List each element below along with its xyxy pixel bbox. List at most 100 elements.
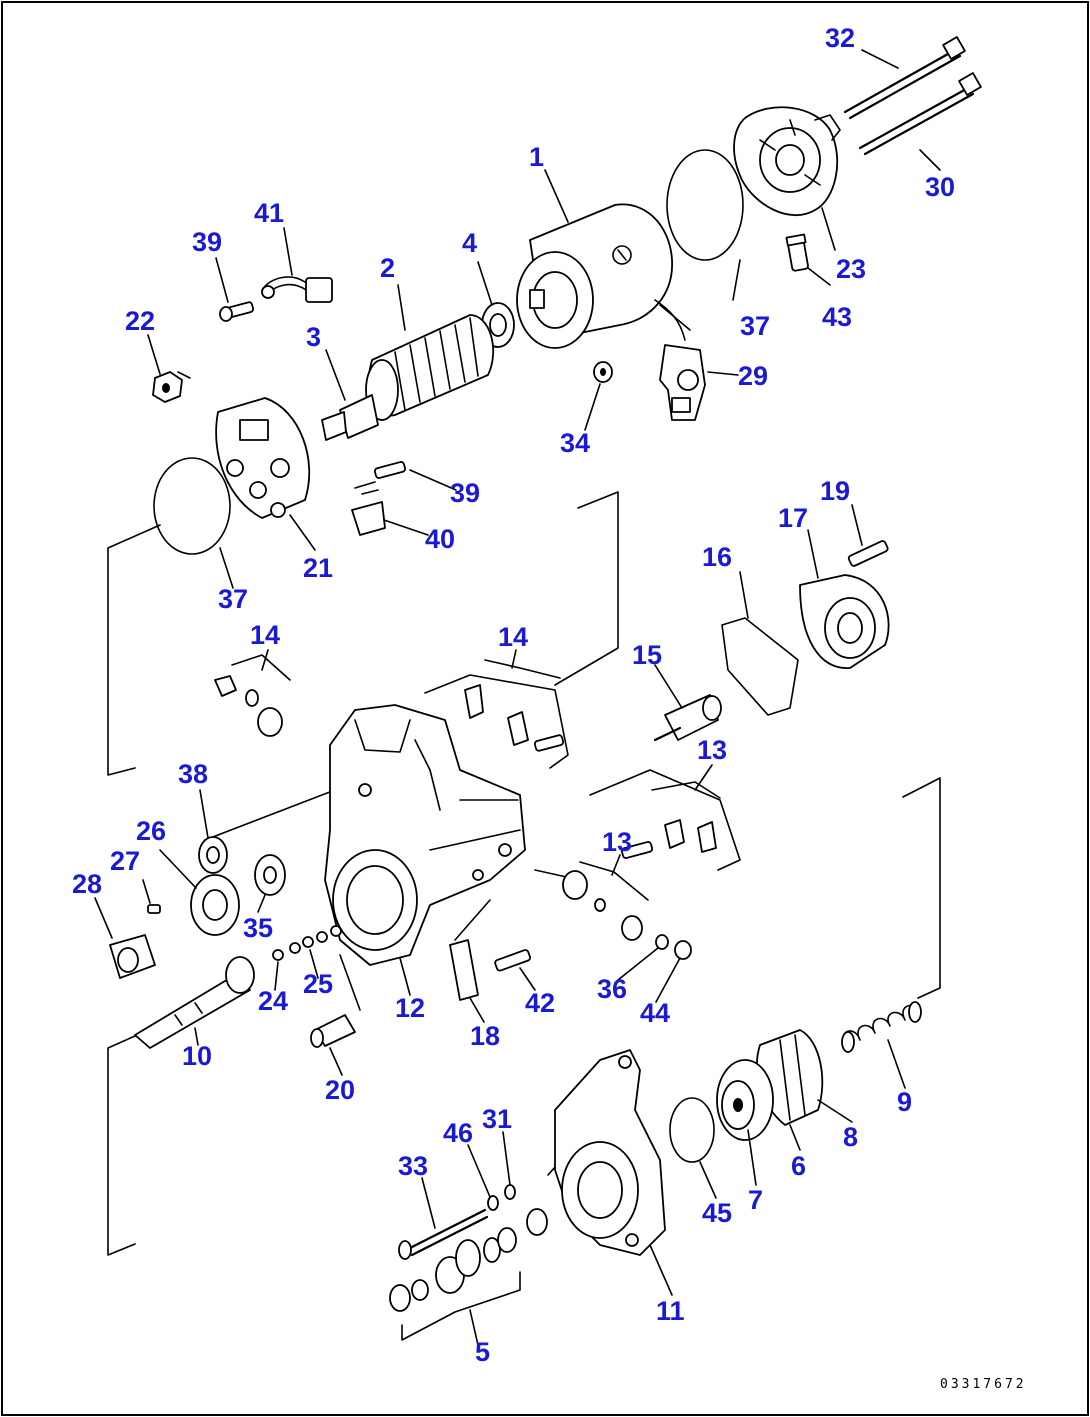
callout-41: 41: [254, 198, 284, 228]
callout-37-top: 37: [740, 311, 770, 341]
callout-36: 36: [597, 974, 627, 1004]
callout-44: 44: [640, 998, 670, 1028]
yoke-1: [516, 203, 691, 349]
brush-41: [261, 276, 333, 303]
callout-13-right: 13: [697, 735, 727, 765]
callout-31: 31: [482, 1104, 512, 1134]
screw-39-middle: [373, 461, 407, 479]
callout-21: 21: [303, 553, 333, 583]
callout-43: 43: [822, 302, 852, 332]
armature-2: [321, 314, 495, 441]
callout-28: 28: [72, 869, 102, 899]
bearing-35: [254, 854, 286, 896]
ball-24: [272, 949, 284, 961]
callout-14-left: 14: [250, 620, 280, 650]
nut-44: [674, 940, 692, 960]
callout-25: 25: [303, 969, 333, 999]
callout-17: 17: [778, 503, 808, 533]
callout-19: 19: [820, 476, 850, 506]
callout-39-top: 39: [192, 227, 222, 257]
pinion-7: [721, 1080, 755, 1130]
spring-40: [351, 481, 386, 536]
callout-30: 30: [925, 172, 955, 202]
nut-set-13-left: [562, 870, 643, 941]
callout-14-right: 14: [498, 622, 528, 652]
callout-5: 5: [475, 1337, 490, 1367]
callout-4: 4: [462, 228, 477, 258]
spring-9: [841, 1001, 922, 1053]
leader-lines: [94, 49, 941, 1296]
o-ring-37-left: [153, 457, 231, 555]
callout-34: 34: [560, 428, 590, 458]
callout-35: 35: [243, 913, 273, 943]
shaft-10: [134, 956, 255, 1049]
through-bolt-32: [843, 36, 966, 120]
assembly-guide-lines: [107, 491, 941, 1256]
callout-3: 3: [306, 322, 321, 352]
gasket-16: [721, 617, 799, 716]
callout-12: 12: [395, 993, 425, 1023]
housing-12: [324, 704, 526, 966]
brush-holder-21: [215, 397, 311, 519]
rear-cover-23: [733, 106, 841, 216]
gear-38: [198, 836, 228, 874]
nut-34: [593, 361, 613, 383]
screw-19: [847, 540, 889, 567]
callout-7: 7: [748, 1185, 763, 1215]
callout-46: 46: [443, 1118, 473, 1148]
nut-22: [152, 371, 191, 403]
o-ring-45: [669, 1097, 715, 1163]
callout-37-left: 37: [218, 584, 248, 614]
bolt-33: [398, 1208, 489, 1260]
switch-15: [653, 694, 722, 742]
callout-26: 26: [136, 816, 166, 846]
plunger-20: [310, 1014, 356, 1048]
screw-39-top: [219, 301, 255, 322]
callout-labels: 32 30 1 41 39 4 2 23 43 37 22 3 29 34 39…: [72, 23, 955, 1367]
callout-42: 42: [525, 988, 555, 1018]
callout-15: 15: [632, 640, 662, 670]
collar-28: [109, 934, 156, 979]
callout-13-left: 13: [602, 827, 632, 857]
washer-36: [655, 934, 669, 950]
callout-33: 33: [398, 1151, 428, 1181]
callout-38: 38: [178, 759, 208, 789]
callout-8: 8: [843, 1122, 858, 1152]
cover-17: [799, 574, 890, 669]
terminal-set-13-right: [589, 769, 741, 871]
callout-29: 29: [738, 361, 768, 391]
terminal-29: [659, 344, 706, 421]
ring-31: [504, 1184, 516, 1200]
document-id: 03317672: [940, 1377, 1027, 1392]
callout-6: 6: [791, 1151, 806, 1181]
callout-1: 1: [529, 142, 544, 172]
terminal-set-14-right: [424, 674, 569, 769]
pin-27: [147, 904, 161, 914]
callout-32: 32: [825, 23, 855, 53]
callout-45: 45: [702, 1198, 732, 1228]
o-ring-37-top: [666, 149, 744, 261]
holder-18: [449, 939, 479, 1001]
callout-39-middle: 39: [450, 478, 480, 508]
nut-set-14-left: [214, 675, 283, 737]
screw-42: [494, 949, 532, 972]
callout-23: 23: [836, 254, 866, 284]
gear-set-5: [389, 1208, 548, 1346]
screw-43: [785, 233, 809, 272]
callout-9: 9: [897, 1087, 912, 1117]
spring-25: [289, 925, 342, 954]
callout-24: 24: [258, 986, 288, 1016]
washer-46: [487, 1195, 499, 1211]
callout-22: 22: [125, 306, 155, 336]
front-bracket-11: [554, 1049, 666, 1256]
callout-27: 27: [110, 846, 140, 876]
gear-26: [190, 874, 240, 936]
callout-11: 11: [656, 1296, 685, 1326]
callout-40: 40: [425, 524, 455, 554]
callout-10: 10: [182, 1041, 212, 1071]
through-bolt-30: [858, 72, 982, 156]
callout-16: 16: [702, 542, 732, 572]
callout-20: 20: [325, 1075, 355, 1105]
